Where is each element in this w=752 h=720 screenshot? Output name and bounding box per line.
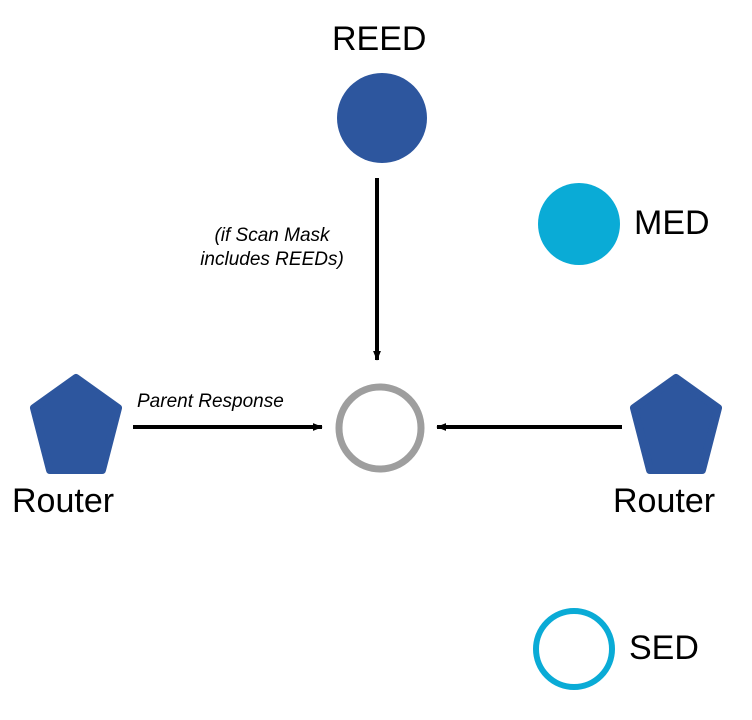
edge-parent-response-label: Parent Response [137, 391, 284, 412]
edge-scan-mask-label-line2: includes REEDs) [200, 248, 344, 270]
node-router-left-pentagon[interactable] [30, 374, 122, 474]
node-reed-label: REED [332, 20, 427, 58]
edge-scan-mask-label: (if Scan Mask includes REEDs) [172, 224, 372, 272]
node-med-label: MED [634, 204, 710, 242]
node-center-circle[interactable] [335, 383, 425, 473]
node-reed-circle[interactable] [337, 73, 427, 163]
node-router-right-label: Router [613, 482, 716, 520]
node-med-circle[interactable] [538, 183, 620, 265]
edge-scan-mask-label-line1: (if Scan Mask [214, 225, 330, 246]
node-router-right-pentagon[interactable] [630, 374, 722, 474]
node-sed-circle[interactable] [533, 608, 615, 690]
node-sed-label: SED [629, 629, 699, 667]
node-router-left-label: Router [12, 482, 115, 520]
